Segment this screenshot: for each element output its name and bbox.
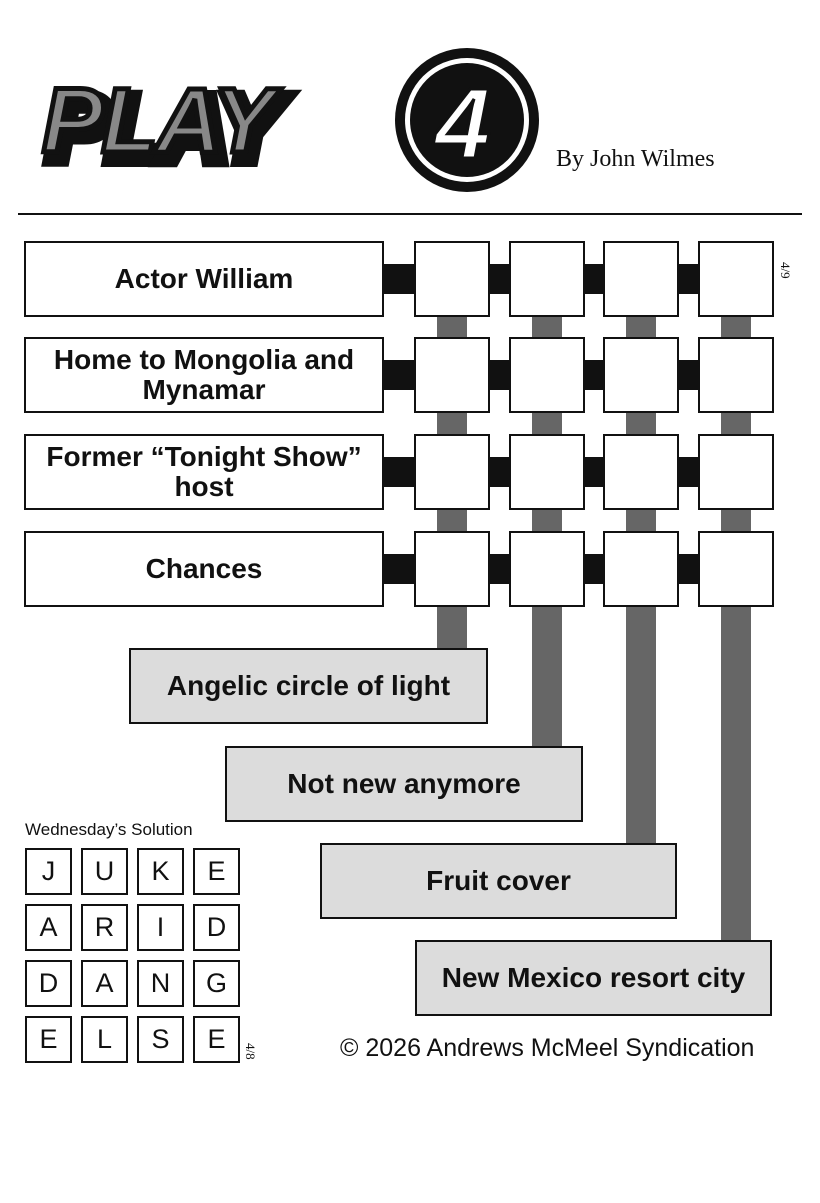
- solution-cell: A: [25, 904, 72, 951]
- down-clue-4: New Mexico resort city: [415, 940, 772, 1016]
- across-clue-2: Home to Mongolia and Mynamar: [24, 337, 384, 413]
- across-clue-4: Chances: [24, 531, 384, 607]
- solution-date-tag: 4/8: [243, 1043, 258, 1060]
- across-clue-3: Former “Tonight Show” host: [24, 434, 384, 510]
- solution-cell: N: [137, 960, 184, 1007]
- answer-cell-r3-c2[interactable]: [509, 434, 585, 510]
- logo-number: 4: [433, 68, 491, 180]
- answer-cell-r4-c4[interactable]: [698, 531, 774, 607]
- solution-cell: E: [193, 848, 240, 895]
- answer-cell-r3-c1[interactable]: [414, 434, 490, 510]
- solution-cell: L: [81, 1016, 128, 1063]
- solution-cell: U: [81, 848, 128, 895]
- answer-cell-r2-c3[interactable]: [603, 337, 679, 413]
- answer-cell-r2-c2[interactable]: [509, 337, 585, 413]
- solution-cell: E: [25, 1016, 72, 1063]
- puzzle-date-tag: 4/9: [778, 262, 793, 279]
- solution-cell: D: [25, 960, 72, 1007]
- copyright: © 2026 Andrews McMeel Syndication: [340, 1034, 755, 1062]
- solution-cell: A: [81, 960, 128, 1007]
- solution-cell: I: [137, 904, 184, 951]
- answer-cell-r1-c4[interactable]: [698, 241, 774, 317]
- answer-cell-r4-c2[interactable]: [509, 531, 585, 607]
- header-divider: [18, 213, 802, 215]
- down-clue-2: Not new anymore: [225, 746, 583, 822]
- down-clue-1: Angelic circle of light: [129, 648, 488, 724]
- solution-cell: S: [137, 1016, 184, 1063]
- solution-cell: E: [193, 1016, 240, 1063]
- solution-cell: R: [81, 904, 128, 951]
- answer-cell-r2-c4[interactable]: [698, 337, 774, 413]
- solution-title: Wednesday’s Solution: [25, 820, 193, 839]
- solution-cell: J: [25, 848, 72, 895]
- across-clue-1: Actor William: [24, 241, 384, 317]
- answer-cell-r1-c3[interactable]: [603, 241, 679, 317]
- solution-cell: D: [193, 904, 240, 951]
- answer-cell-r4-c3[interactable]: [603, 531, 679, 607]
- solution-cell: G: [193, 960, 240, 1007]
- logo-play-shadow: PLAY: [48, 78, 288, 180]
- play4-logo: PLAY PLAY 4: [30, 40, 550, 200]
- answer-cell-r1-c2[interactable]: [509, 241, 585, 317]
- answer-cell-r3-c4[interactable]: [698, 434, 774, 510]
- answer-cell-r1-c1[interactable]: [414, 241, 490, 317]
- solution-cell: K: [137, 848, 184, 895]
- answer-cell-r2-c1[interactable]: [414, 337, 490, 413]
- answer-cell-r4-c1[interactable]: [414, 531, 490, 607]
- answer-cell-r3-c3[interactable]: [603, 434, 679, 510]
- byline: By John Wilmes: [556, 146, 715, 172]
- down-clue-3: Fruit cover: [320, 843, 677, 919]
- down-connector: [721, 317, 751, 940]
- logo-play-word: PLAY: [42, 70, 282, 172]
